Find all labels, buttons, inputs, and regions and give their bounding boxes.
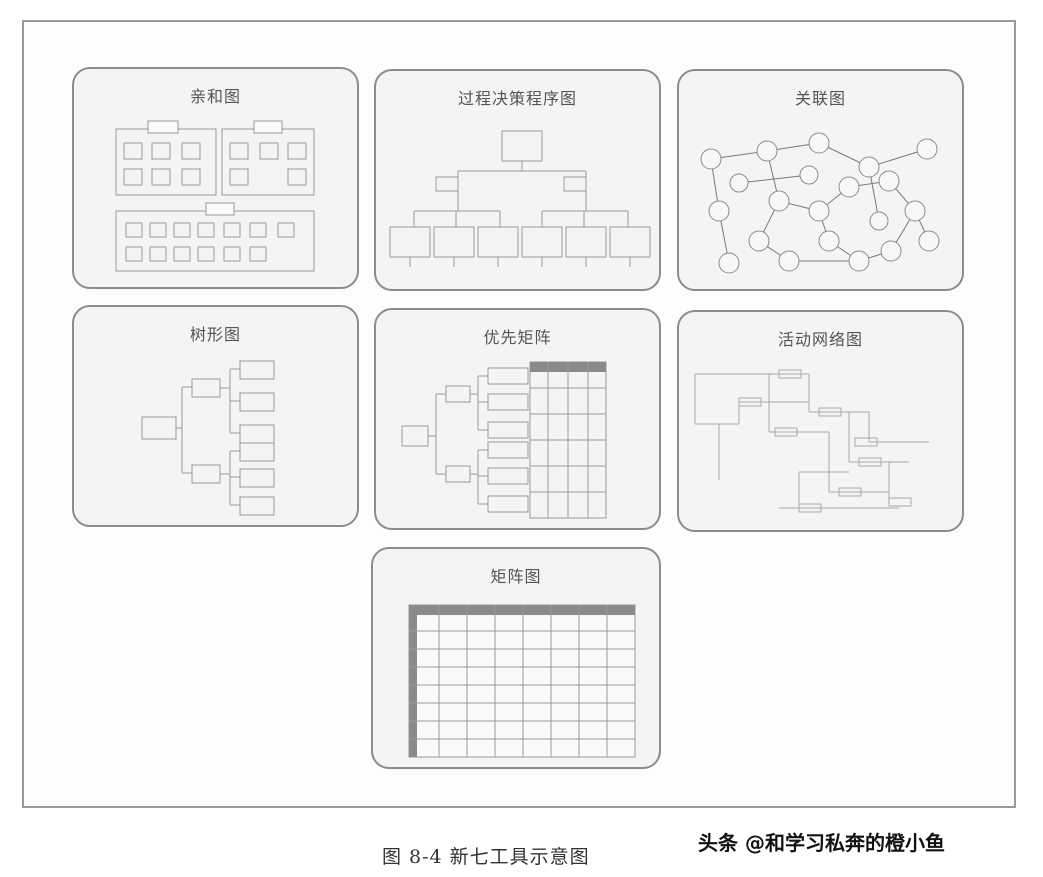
panel-title-priority: 优先矩阵	[483, 328, 552, 347]
tree-diagram-illustration	[141, 360, 275, 516]
panel-title-pdpc: 过程决策程序图	[457, 89, 577, 108]
panel-activity-network: 活动网络图	[677, 310, 964, 532]
panel-prioritization-matrix: 优先矩阵	[374, 308, 661, 530]
figure-caption: 图 8-4 新七工具示意图	[382, 846, 590, 868]
affinity-diagram-illustration	[115, 120, 315, 272]
panel-tree-diagram: 树形图	[72, 305, 359, 527]
panel-affinity-diagram: 亲和图	[72, 67, 359, 289]
panel-title-affinity: 亲和图	[189, 87, 241, 106]
prioritization-matrix-illustration	[401, 361, 607, 519]
panel-title-matrix: 矩阵图	[490, 567, 542, 586]
panel-title-activity: 活动网络图	[777, 330, 863, 349]
activity-network-illustration	[694, 369, 929, 513]
pdpc-illustration	[389, 130, 651, 267]
panel-matrix-diagram: 矩阵图	[371, 547, 661, 769]
panel-pdpc: 过程决策程序图	[374, 69, 661, 291]
matrix-diagram-illustration	[408, 604, 636, 758]
relations-diagram-illustration	[700, 132, 940, 274]
panel-relations-diagram: 关联图	[677, 69, 964, 291]
panel-title-relation: 关联图	[794, 89, 846, 108]
watermark-text: 头条 @和学习私奔的橙小鱼	[698, 831, 945, 855]
panel-title-tree: 树形图	[189, 325, 241, 344]
